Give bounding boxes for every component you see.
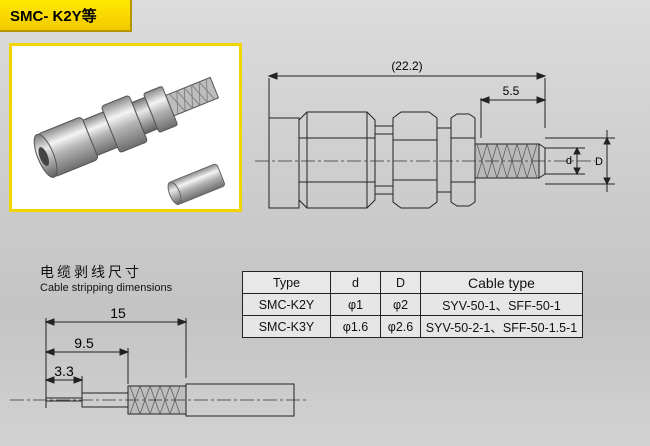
table-row: SMC-K2Y φ1 φ2 SYV-50-1、SFF-50-1 <box>242 293 583 316</box>
cell-d: φ1 <box>330 293 381 316</box>
cell-D: φ2 <box>380 293 421 316</box>
outer-diameter-label: D <box>595 156 603 168</box>
table-header-row: Type d D Cable type <box>242 271 583 294</box>
title-banner: SMC- K2Y等 <box>0 0 132 32</box>
strip-length-15: 15 <box>110 305 126 321</box>
header-d: d <box>330 271 381 294</box>
strip-length-3-3: 3.3 <box>54 363 74 379</box>
cell-type: SMC-K2Y <box>242 293 331 316</box>
connector-drawing: (22.2) 5.5 d D <box>255 59 615 209</box>
strip-length-9-5: 9.5 <box>74 335 94 351</box>
cell-D: φ2.6 <box>380 315 421 338</box>
overall-length-label: (22.2) <box>391 59 422 73</box>
header-D: D <box>380 271 421 294</box>
header-type: Type <box>242 271 331 294</box>
stripping-title-cn: 电缆剥线尺寸 <box>40 265 142 281</box>
cell-cable-type: SYV-50-2-1、SFF-50-1.5-1 <box>420 315 583 338</box>
product-photo-frame <box>9 43 242 212</box>
table-row: SMC-K3Y φ1.6 φ2.6 SYV-50-2-1、SFF-50-1.5-… <box>242 315 583 338</box>
stripping-drawing: 15 9.5 3.3 <box>10 305 306 417</box>
inner-diameter-label: d <box>566 155 572 167</box>
cell-d: φ1.6 <box>330 315 381 338</box>
product-title: SMC- K2Y等 <box>10 7 97 25</box>
pin-length-label: 5.5 <box>503 84 520 98</box>
cell-cable-type: SYV-50-1、SFF-50-1 <box>420 293 583 316</box>
stripping-title-en: Cable stripping dimensions <box>40 282 173 294</box>
header-cable-type: Cable type <box>420 271 583 294</box>
connector-photo <box>33 76 226 205</box>
spec-table: Type d D Cable type SMC-K2Y φ1 φ2 SYV-50… <box>242 271 583 338</box>
cell-type: SMC-K3Y <box>242 315 331 338</box>
